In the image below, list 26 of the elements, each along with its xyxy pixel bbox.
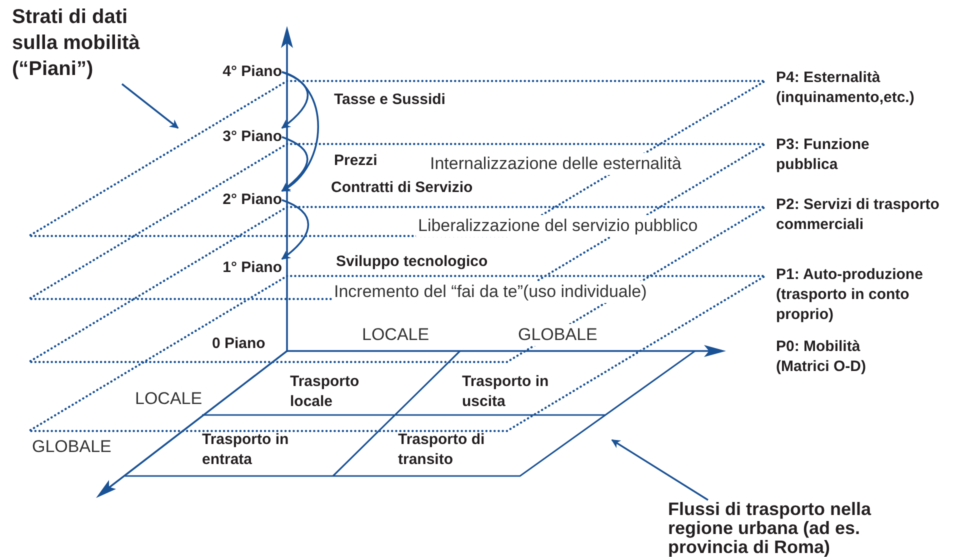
arrow <box>611 439 708 501</box>
plane-text: Incremento del “fai da te”(uso individuale) <box>332 281 649 303</box>
plane-description: P3: Funzione pubblica <box>776 135 870 175</box>
arrow <box>121 83 179 129</box>
level-label: 3° Piano <box>200 126 282 148</box>
cell-text: Trasporto in uscita <box>462 372 550 412</box>
cell-text: Trasporto locale <box>290 372 360 412</box>
plane-description: P0: Mobilità (Matrici O-D) <box>776 337 867 377</box>
plane-description: P4: Esternalità (inquinamento,etc.) <box>776 68 916 108</box>
callout-text: Flussi di trasporto nella regione urbana (ad es. provincia di Roma) <box>668 500 930 557</box>
level-label: 4° Piano <box>200 61 282 83</box>
title-text: Strati di dati sulla mobilità (“Piani”) <box>12 4 172 84</box>
edge-label: Sviluppo tecnologico <box>336 252 488 272</box>
level-label: 1° Piano <box>200 257 282 279</box>
curved-arrow <box>281 136 308 192</box>
plane-text: Liberalizzazione del servizio pubblico <box>416 215 700 237</box>
level-label: 0 Piano <box>212 334 266 354</box>
level-label: 2° Piano <box>200 189 282 211</box>
curved-arrow <box>281 71 309 129</box>
curved-arrow <box>281 71 319 192</box>
curved-arrow <box>281 199 310 260</box>
cell-text: Trasporto in entrata <box>202 430 290 470</box>
axis-label: GLOBALE <box>516 324 600 346</box>
cell-text: Trasporto di transito <box>398 430 486 470</box>
plane-description: P1: Auto-produzione (trasporto in conto proprio) <box>776 265 924 325</box>
plane-description: P2: Servizi di trasporto commerciali <box>776 195 940 235</box>
